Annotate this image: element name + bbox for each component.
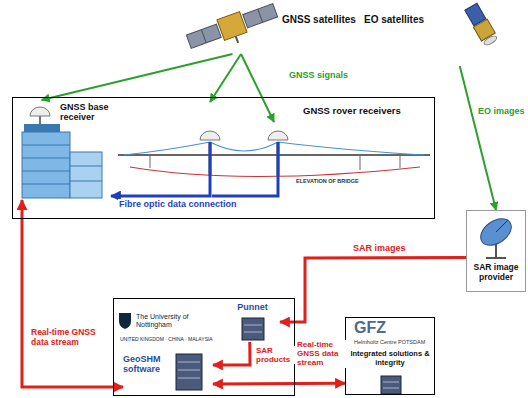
connector-label: Real-time GNSS data stream xyxy=(296,340,346,368)
server-node: Punnet xyxy=(225,302,280,342)
sar-dish xyxy=(476,213,516,258)
fibre-line xyxy=(212,142,278,196)
receiver-node: GNSS base receiver xyxy=(16,100,111,200)
server-slot xyxy=(178,370,200,371)
ground-profile xyxy=(130,167,420,177)
institution-box: GFZ Helmholtz Centre POTSDAM Integrated so… xyxy=(345,317,435,395)
university-shield xyxy=(119,313,131,329)
window-line xyxy=(70,181,102,182)
connector-label: Real-time GNSS data stream xyxy=(30,328,110,348)
gnss-satellite xyxy=(185,0,281,59)
window-line xyxy=(22,158,70,159)
eo-satellite xyxy=(464,3,499,47)
satellite-antenna xyxy=(236,36,238,43)
server-slot xyxy=(244,332,262,333)
dish-base xyxy=(486,257,506,259)
building-roof xyxy=(24,124,60,132)
panel-line xyxy=(201,30,206,43)
node-label: GeoSHM software xyxy=(123,354,173,375)
connector xyxy=(213,342,250,365)
node-label: GNSS rover receivers xyxy=(303,106,408,117)
connector-label: GNSS signals xyxy=(288,70,349,80)
satellite-body xyxy=(217,12,247,41)
bridge-pier xyxy=(400,155,401,168)
node-label: ELEVATION OF BRIDGE xyxy=(296,178,396,184)
server-icon xyxy=(176,354,202,390)
server-slot xyxy=(244,325,262,326)
window-line xyxy=(22,184,70,185)
antenna-dome xyxy=(200,131,220,140)
server-slot xyxy=(383,388,399,389)
server-body xyxy=(381,376,401,394)
bridge-elevation xyxy=(118,131,430,196)
building-tower xyxy=(22,132,70,198)
antenna-dome xyxy=(30,107,50,116)
connector xyxy=(42,54,233,100)
connector-label: EO images xyxy=(477,106,526,116)
solar-panel xyxy=(186,24,221,48)
dish-reflector xyxy=(476,213,516,251)
server-slot xyxy=(178,362,200,363)
connector xyxy=(22,200,123,387)
node-label: GNSS base receiver xyxy=(60,102,110,123)
satellite-node: EO satellites xyxy=(362,2,525,66)
building-wing xyxy=(70,152,102,198)
bridge-pier xyxy=(150,155,151,168)
connector-label: Fibre optic data connection xyxy=(118,199,238,209)
panel-line xyxy=(258,9,263,22)
provider-box: SAR image provider xyxy=(466,210,526,292)
node-label: GNSS satellites xyxy=(282,14,360,26)
bridge-pier xyxy=(360,155,361,170)
node-label: UNITED KINGDOM · CHINA · MALAYSIA xyxy=(120,337,230,343)
server-node: GeoSHM software xyxy=(123,350,213,394)
bridge-deck xyxy=(118,154,430,156)
server-icon xyxy=(242,318,264,340)
node-label: The University of Nottingham xyxy=(136,313,216,329)
window-line xyxy=(22,171,70,172)
antenna-dome xyxy=(268,131,288,140)
node-label: EO satellites xyxy=(364,14,432,26)
connector xyxy=(213,382,345,386)
solar-panel xyxy=(243,4,278,28)
node-label: Helmholtz Centre POTSDAM xyxy=(354,339,434,345)
satellite-dish xyxy=(483,34,498,46)
satellite-node: GNSS satellites xyxy=(190,2,360,54)
server-slot xyxy=(178,378,200,379)
node-label: GFZ xyxy=(354,319,414,337)
receiver-node: GNSS rover receivers xyxy=(195,102,410,142)
connector-label: SAR products xyxy=(255,346,295,364)
connector xyxy=(210,54,241,102)
bridge-cable xyxy=(124,142,424,155)
server-icon xyxy=(381,376,401,394)
server-body xyxy=(242,318,264,340)
server-body xyxy=(176,354,202,390)
connector xyxy=(111,142,210,196)
node-label: Punnet xyxy=(225,302,280,312)
window-line xyxy=(22,145,70,146)
node-label: Integrated solutions & integrity xyxy=(348,350,432,367)
connector xyxy=(460,66,496,210)
node-label: SAR image provider xyxy=(467,263,525,283)
gnss-signal-arrow xyxy=(241,54,274,122)
window-line xyxy=(70,166,102,167)
connector-label: SAR images xyxy=(352,243,407,253)
connector xyxy=(280,258,466,322)
dish-feed xyxy=(496,220,508,232)
server-slot xyxy=(383,382,399,383)
